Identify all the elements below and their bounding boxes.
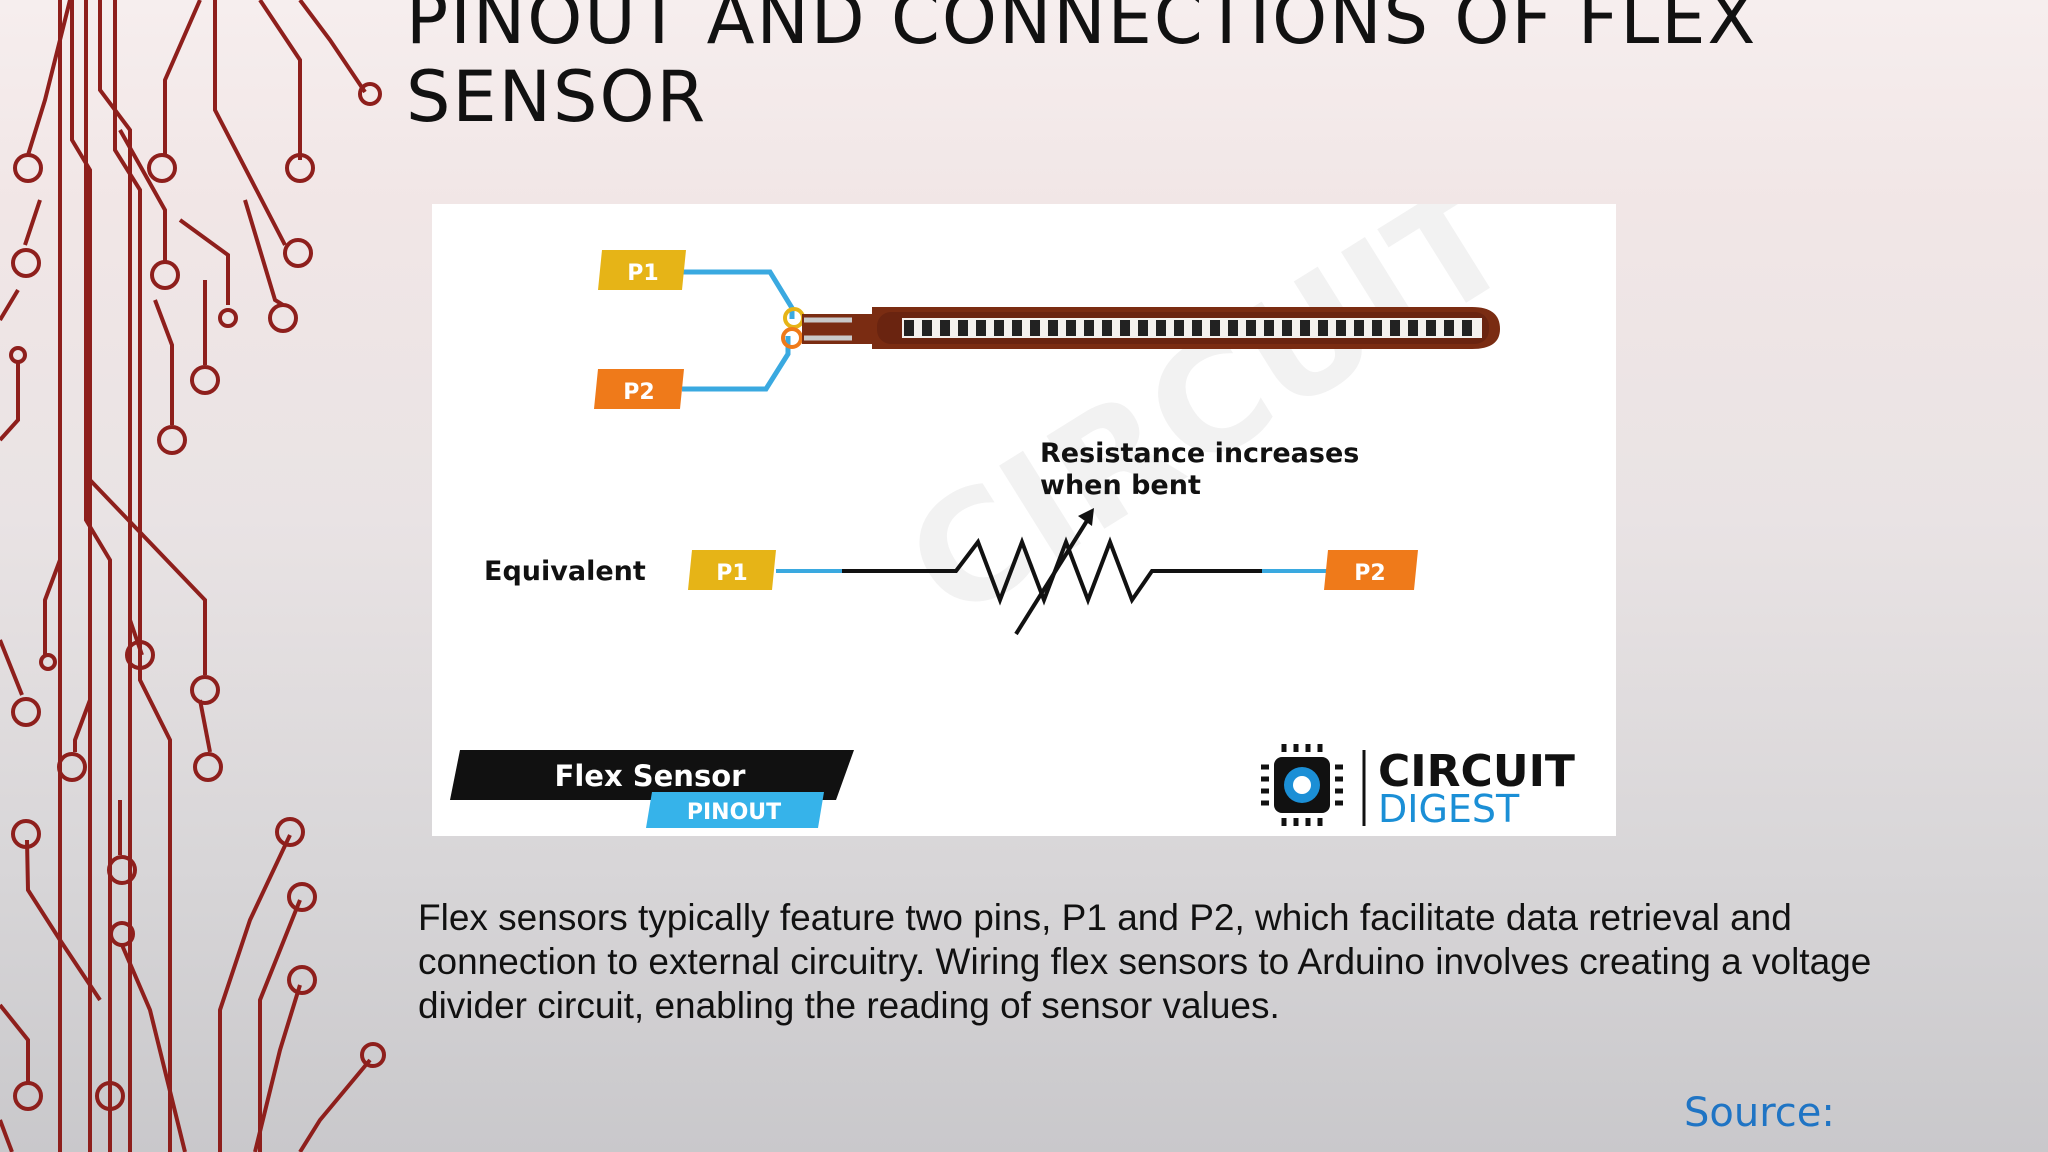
contact-p2 [781, 327, 803, 349]
equivalent-label: Equivalent [484, 556, 646, 587]
watermark-text: CIRCUIT [879, 204, 1541, 655]
pin-label: P1 [627, 261, 658, 286]
pin-label: P2 [623, 380, 654, 405]
badge-title: Flex Sensor [555, 759, 747, 793]
slide-title: PINOUT AND CONNECTIONS OF FLEX SENSOR [406, 0, 1758, 139]
logo-line1: CIRCUIT [1378, 746, 1575, 797]
resistance-note-line2: when bent [1040, 470, 1201, 501]
circuit-digest-logo: CIRCUIT DIGEST [1261, 744, 1575, 831]
resistance-note-line1: Resistance increases [1040, 438, 1359, 469]
pin-label: P1 [716, 561, 747, 586]
pin-tag-p2-top: P2 [594, 369, 684, 409]
resistance-arrow [1014, 508, 1094, 636]
logo-line2: DIGEST [1378, 787, 1520, 831]
slide-body-text: Flex sensors typically feature two pins,… [418, 897, 1872, 1026]
pin-tag-p2-equivalent: P2 [1324, 550, 1418, 590]
source-link[interactable]: Source: [1684, 1090, 1835, 1136]
wire-p2 [682, 336, 791, 392]
pin-label: P2 [1354, 561, 1385, 586]
pin-tag-p1-top: P1 [598, 250, 686, 290]
flex-sensor-strip [802, 307, 1500, 349]
wire-p1 [682, 269, 795, 319]
flex-sensor-badge: Flex Sensor PINOUT [450, 750, 854, 828]
circuit-decoration [0, 0, 386, 1152]
badge-subtitle: PINOUT [687, 800, 781, 825]
pinout-diagram: CIRCUIT [450, 204, 1575, 831]
pin-tag-p1-equivalent: P1 [688, 550, 776, 590]
chip-icon [1261, 744, 1343, 826]
flex-sensor-pinout-figure: CIRCUIT [432, 204, 1616, 836]
